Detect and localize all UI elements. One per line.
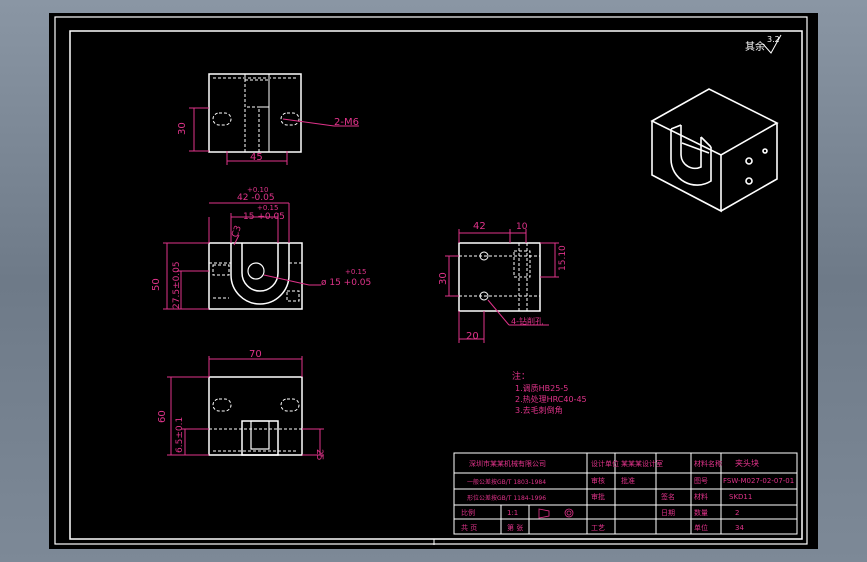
tb-qty-val: 2: [735, 509, 739, 517]
notes-line1: 1.调质HB25-5: [515, 383, 568, 393]
dim-bottom-width: 70: [249, 349, 262, 360]
tb-sign-label: 签名: [661, 492, 675, 501]
dim-top-thread: 2-M6: [334, 117, 359, 128]
tb-drawing-val: FSW-M027-02-07-01: [723, 477, 794, 485]
tb-sheet-val: 第 张: [507, 523, 523, 532]
dim-front-top: 42 -0.05: [237, 193, 275, 203]
projection-symbol: [538, 508, 574, 519]
notes-line3: 3.去毛刺倒角: [515, 405, 563, 415]
dim-front-radius: C3: [230, 224, 244, 239]
dim-top-height: 30: [177, 122, 188, 135]
front-view: [208, 242, 303, 310]
roughness-value: 3.2: [767, 35, 780, 44]
tb-check-label: 审核: [591, 476, 605, 485]
tb-mat-label: 材料: [694, 492, 708, 501]
tb-sheet-label: 共 页: [461, 523, 477, 532]
dim-bottom-inner: 6.5±0.1: [175, 417, 185, 453]
roughness-note: 其余: [745, 40, 765, 53]
dim-side-right: 15.10: [558, 245, 568, 271]
dim-side-top-left: 42: [473, 221, 486, 232]
tb-material-val: 夹头块: [735, 458, 759, 468]
dim-side-bottom: 20: [466, 331, 479, 342]
dim-front-top-tol: +0.10: [247, 186, 268, 194]
title-block: [453, 452, 798, 535]
tb-check-val: 批准: [621, 476, 635, 485]
tb-drawing-label: 图号: [694, 477, 708, 485]
dim-top-width: 45: [250, 152, 263, 163]
dim-front-inner-tol: +0.15: [257, 204, 278, 212]
tb-std2: 形位公差按GB/T 1184-1996: [467, 494, 546, 502]
side-view: [458, 242, 541, 312]
roughness-symbol: [762, 34, 782, 54]
tb-unit-label: 单位: [694, 523, 708, 532]
dim-front-inner: 15 +0.05: [243, 212, 285, 222]
dim-side-top-right: 10: [516, 222, 528, 232]
tb-process-label: 工艺: [591, 524, 605, 532]
side-view-dims: [445, 229, 559, 343]
tb-material-label: 材料名称: [694, 459, 722, 468]
drawing-canvas: 其余 3.2 30 45 2-M6: [54, 16, 808, 545]
top-view-dims: [189, 107, 359, 165]
isometric-view: [650, 88, 779, 213]
tb-company: 深圳市某某机械有限公司: [469, 459, 546, 468]
dim-bottom-right: 25: [314, 449, 324, 460]
tb-std1: 一般公差按GB/T 1803-1984: [467, 478, 546, 486]
tb-approve-label: 审批: [591, 492, 605, 501]
bottom-view-dims: [167, 356, 324, 456]
tb-qty-label: 数量: [694, 508, 708, 517]
dim-side-holes: 4-钻削孔: [511, 316, 543, 326]
notes-line2: 2.热处理HRC40-45: [515, 394, 587, 404]
dim-front-bore: ø 15 +0.05: [321, 278, 371, 288]
cad-viewport[interactable]: 其余 3.2 30 45 2-M6: [49, 13, 818, 549]
dim-front-left-inner: 27.5±0.05: [172, 261, 182, 309]
inner-frame: [69, 30, 803, 540]
tb-date-label: 日期: [661, 509, 675, 517]
dim-side-left: 30: [438, 272, 449, 285]
top-view: [208, 73, 302, 153]
tb-scale-val: 1:1: [507, 509, 518, 517]
tb-design-val: 某某某设计室: [621, 459, 663, 468]
dim-bottom-height: 60: [157, 410, 168, 423]
notes-title: 注：: [512, 370, 530, 382]
front-view-dims: [163, 202, 321, 310]
bottom-view: [208, 376, 303, 456]
outer-frame: [54, 16, 808, 545]
tb-unit-val: 34: [735, 524, 744, 532]
tb-scale-label: 比例: [461, 508, 475, 517]
dim-front-left-height: 50: [151, 278, 162, 291]
tb-design-label: 设计单位: [591, 459, 619, 468]
tb-mat-val: SKD11: [729, 493, 752, 501]
dim-front-bore-tol: +0.15: [345, 268, 366, 276]
